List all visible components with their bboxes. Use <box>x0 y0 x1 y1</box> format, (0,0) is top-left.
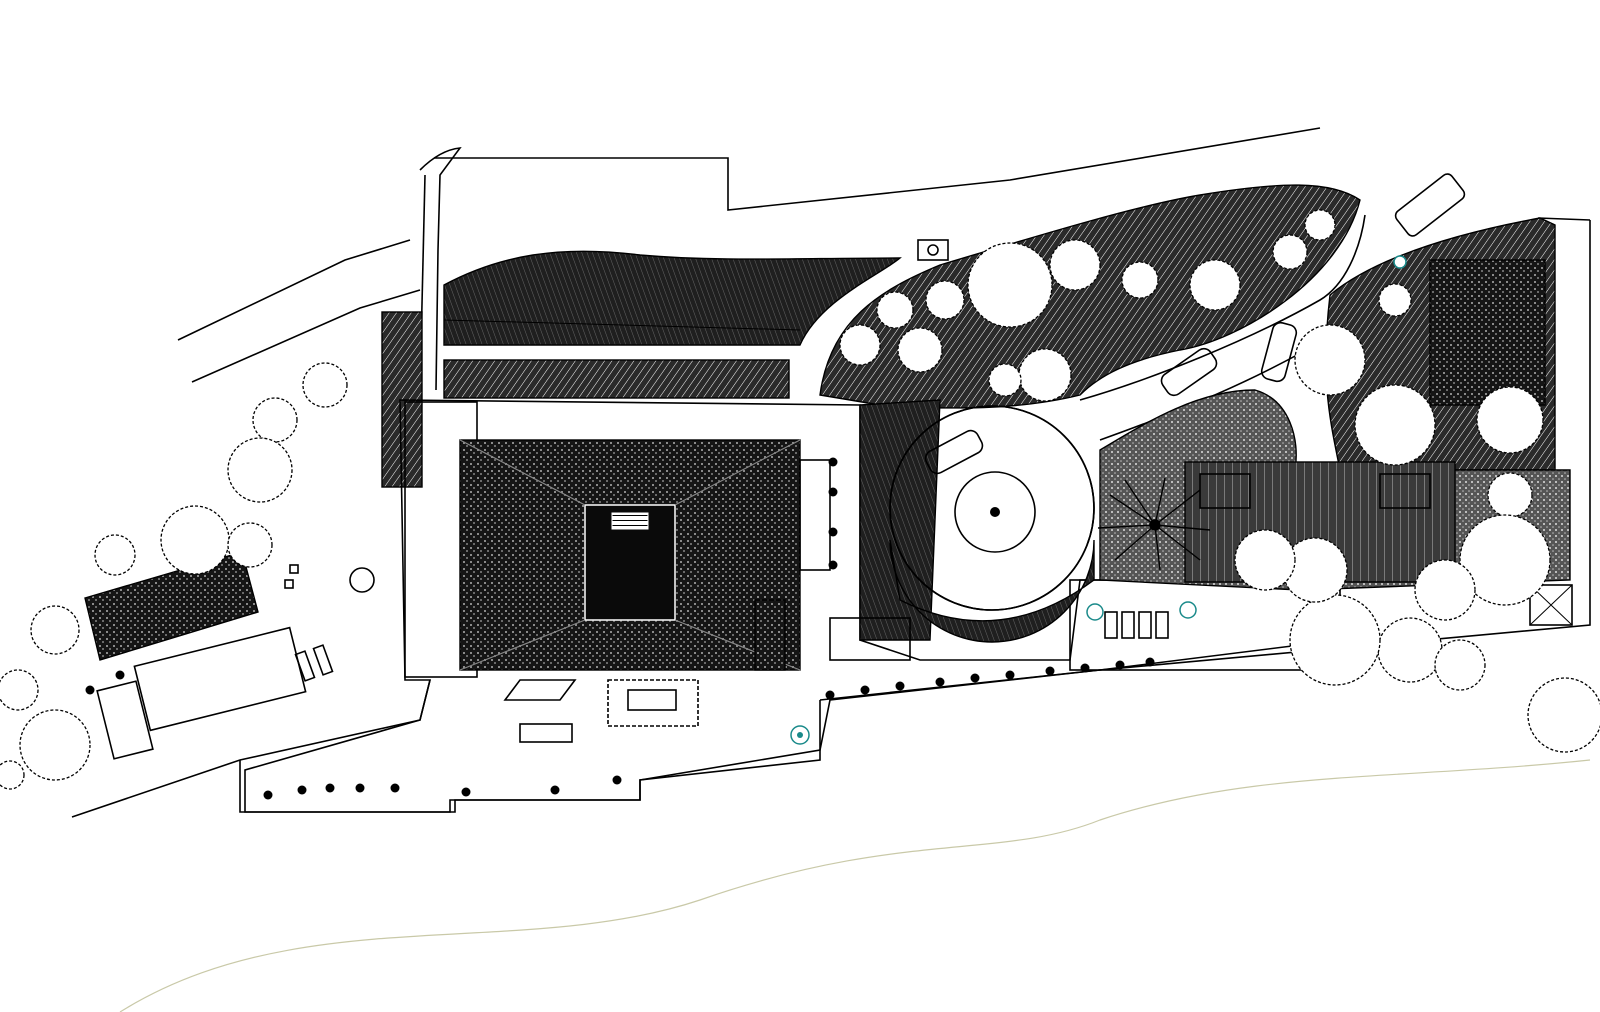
lounger-icon <box>294 611 1169 682</box>
shrub-markers <box>85 457 1155 800</box>
planter-markers <box>790 255 1407 745</box>
main-house-roof <box>459 439 831 671</box>
circular-forecourt <box>859 399 1095 643</box>
car-icon <box>924 173 1466 475</box>
driveway <box>1079 214 1366 401</box>
garden-table <box>284 564 375 593</box>
pool-area <box>84 551 307 760</box>
tree-canopy-icon <box>0 209 1600 790</box>
palm-icon <box>1097 477 1211 571</box>
contour-line <box>119 759 1591 1012</box>
swimming-pool <box>133 626 307 732</box>
fountain-icon <box>954 471 1036 553</box>
small-structures <box>503 239 949 743</box>
